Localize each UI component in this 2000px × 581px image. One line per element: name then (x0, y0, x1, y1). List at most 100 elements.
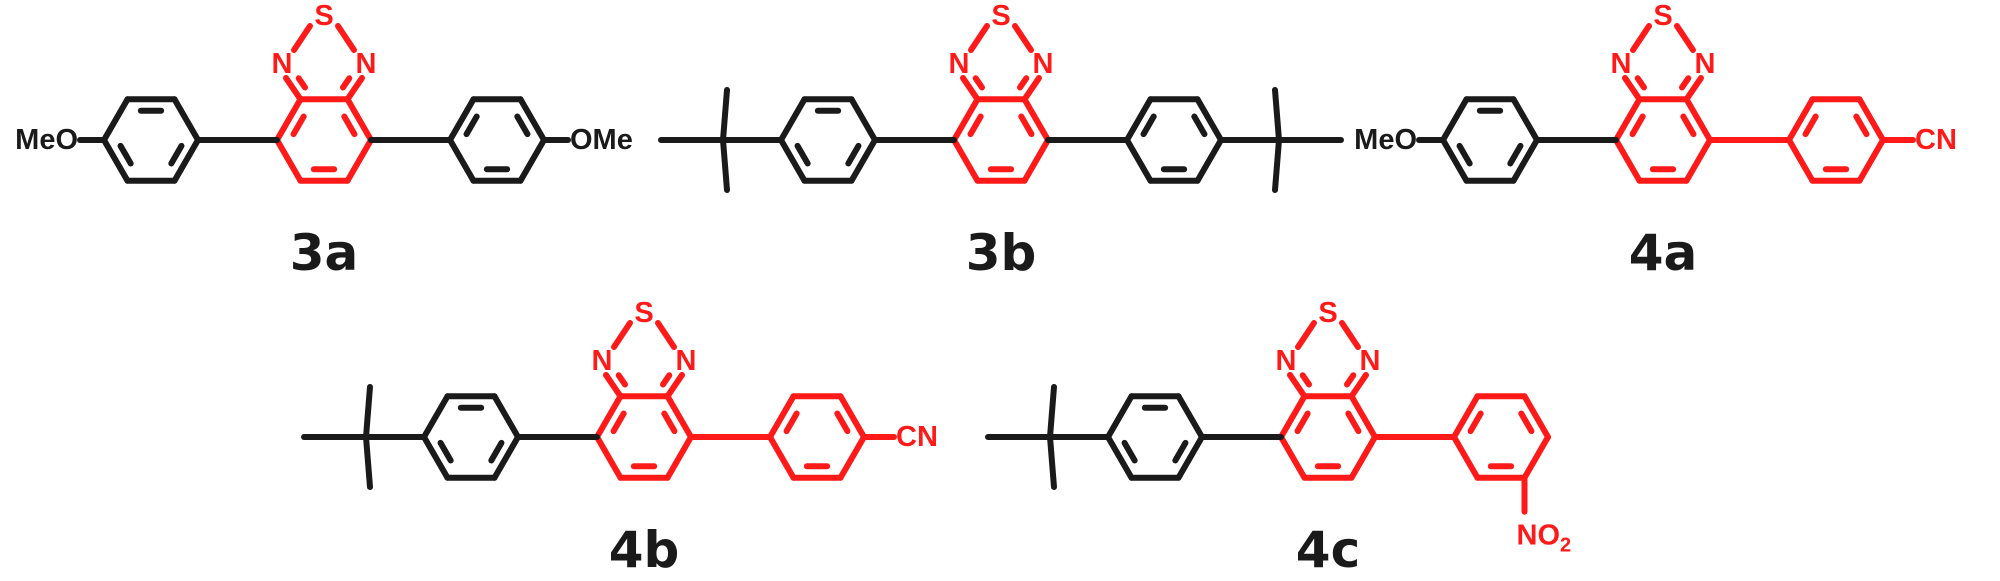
compound-label-4c: 4c (1296, 521, 1360, 579)
atom-nitro: NO2 (1517, 520, 1572, 557)
left-phenyl-ring-bond (848, 137, 878, 184)
tbu-methyl-bond (1272, 87, 1282, 143)
right-aryl-ring-bond (447, 137, 477, 184)
left-phenyl-ring-bond (1105, 393, 1135, 440)
right-aryl-ring-double-bond (1140, 113, 1157, 138)
compound-label-4a: 4a (1629, 224, 1698, 282)
atom-n-left: N (1611, 48, 1632, 80)
thiadiazole-bond (1683, 75, 1704, 103)
right-aryl-ring-bond (1786, 96, 1816, 143)
left-phenyl-ring-double-bond (1507, 142, 1524, 167)
right-aryl-ring-bond (1521, 393, 1551, 440)
benzo-ring-bond (1278, 393, 1308, 440)
left-phenyl-ring-bond (1440, 137, 1470, 184)
left-phenyl-ring-bond (778, 96, 808, 143)
right-aryl-ring-double-bond (1802, 113, 1819, 138)
benzo-ring-bond (1348, 393, 1378, 440)
benzo-ring-double-bond (290, 113, 307, 138)
right-aryl-ring-bond (1856, 96, 1886, 143)
benzo-ring-bond (664, 393, 694, 440)
thiadiazole-double-bond (295, 75, 308, 91)
thiadiazole-double-bond (1299, 372, 1312, 388)
tbu-methyl-bond (720, 87, 730, 143)
thiadiazole-bond (344, 75, 365, 103)
atom-s: S (1653, 0, 1672, 32)
right-aryl-ring-bond (1451, 434, 1481, 481)
atom-n-right: N (356, 48, 377, 80)
left-phenyl-ring-bond (848, 96, 878, 143)
tbu-methyl-bond (1272, 137, 1282, 193)
left-phenyl-ring-double-bond (845, 142, 862, 167)
tbu-methyl-bond (363, 384, 373, 440)
benzo-ring-bond (1683, 96, 1713, 143)
right-aryl-ring-bond (447, 96, 477, 143)
thiadiazole-bond (1021, 75, 1042, 103)
right-aryl-ring-bond (767, 393, 797, 440)
thiadiazole-bond (968, 23, 990, 53)
compound-label-3b: 3b (966, 224, 1037, 282)
atom-methoxy-left: MeO (15, 124, 78, 156)
thiadiazole-double-bond (615, 372, 628, 388)
benzo-ring-bond (1613, 137, 1643, 184)
benzo-ring-bond (951, 96, 981, 143)
left-phenyl-ring-bond (101, 137, 131, 184)
atom-n-right: N (1695, 48, 1716, 80)
atom-methoxy-right: OMe (570, 124, 633, 156)
right-aryl-ring-bond (1451, 393, 1481, 440)
benzo-ring-bond (664, 434, 694, 481)
atom-s: S (634, 297, 653, 329)
benzo-ring-double-bond (341, 113, 358, 138)
benzo-ring-double-bond (610, 410, 627, 435)
benzo-ring-double-bond (967, 113, 984, 138)
right-aryl-ring-bond (1194, 137, 1224, 184)
left-phenyl-ring-double-bond (794, 142, 811, 167)
right-aryl-ring-bond (1124, 96, 1154, 143)
left-phenyl-ring-bond (171, 137, 201, 184)
atom-nitrile: CN (1915, 124, 1957, 156)
atom-n-left: N (949, 48, 970, 80)
thiadiazole-bond (1348, 372, 1369, 400)
left-phenyl-ring-bond (1175, 434, 1205, 481)
left-phenyl-ring-bond (421, 434, 451, 481)
benzo-ring-double-bond (1018, 113, 1035, 138)
atom-n-left: N (1276, 345, 1297, 377)
compound-3b: N NS 3b (658, 0, 1344, 282)
right-aryl-ring-bond (1521, 434, 1551, 481)
right-aryl-ring-bond (837, 434, 867, 481)
benzo-ring-bond (344, 137, 374, 184)
thiadiazole-double-bond (1344, 372, 1357, 388)
thiadiazole-double-bond (340, 75, 353, 91)
left-phenyl-ring-bond (171, 96, 201, 143)
right-aryl-ring-double-bond (834, 410, 851, 435)
benzo-ring-bond (594, 393, 624, 440)
atom-n-right: N (1033, 48, 1054, 80)
right-aryl-ring-double-bond (1518, 410, 1535, 435)
right-aryl-ring-double-bond (1853, 113, 1870, 138)
right-aryl-ring-bond (1124, 137, 1154, 184)
thiadiazole-double-bond (660, 372, 673, 388)
thiadiazole-bond (335, 23, 357, 53)
left-phenyl-ring-bond (491, 434, 521, 481)
atom-nitrile: CN (896, 421, 938, 453)
left-phenyl-ring-bond (1105, 434, 1135, 481)
benzo-ring-double-bond (1629, 113, 1646, 138)
left-phenyl-ring-double-bond (1456, 142, 1473, 167)
atom-n-left: N (272, 48, 293, 80)
right-aryl-ring-bond (837, 393, 867, 440)
thiadiazole-bond (1622, 75, 1643, 103)
left-phenyl-ring-double-bond (1172, 439, 1189, 464)
benzo-ring-bond (1613, 96, 1643, 143)
right-aryl-ring-bond (767, 434, 797, 481)
right-aryl-ring-double-bond (783, 410, 800, 435)
thiadiazole-bond (1339, 320, 1361, 350)
left-phenyl-ring-bond (491, 393, 521, 440)
thiadiazole-bond (603, 372, 624, 400)
tbu-methyl-bond (1047, 434, 1057, 490)
atom-s: S (991, 0, 1010, 32)
thiadiazole-bond (664, 372, 685, 400)
atom-n-right: N (1360, 345, 1381, 377)
atom-n-left: N (592, 345, 613, 377)
